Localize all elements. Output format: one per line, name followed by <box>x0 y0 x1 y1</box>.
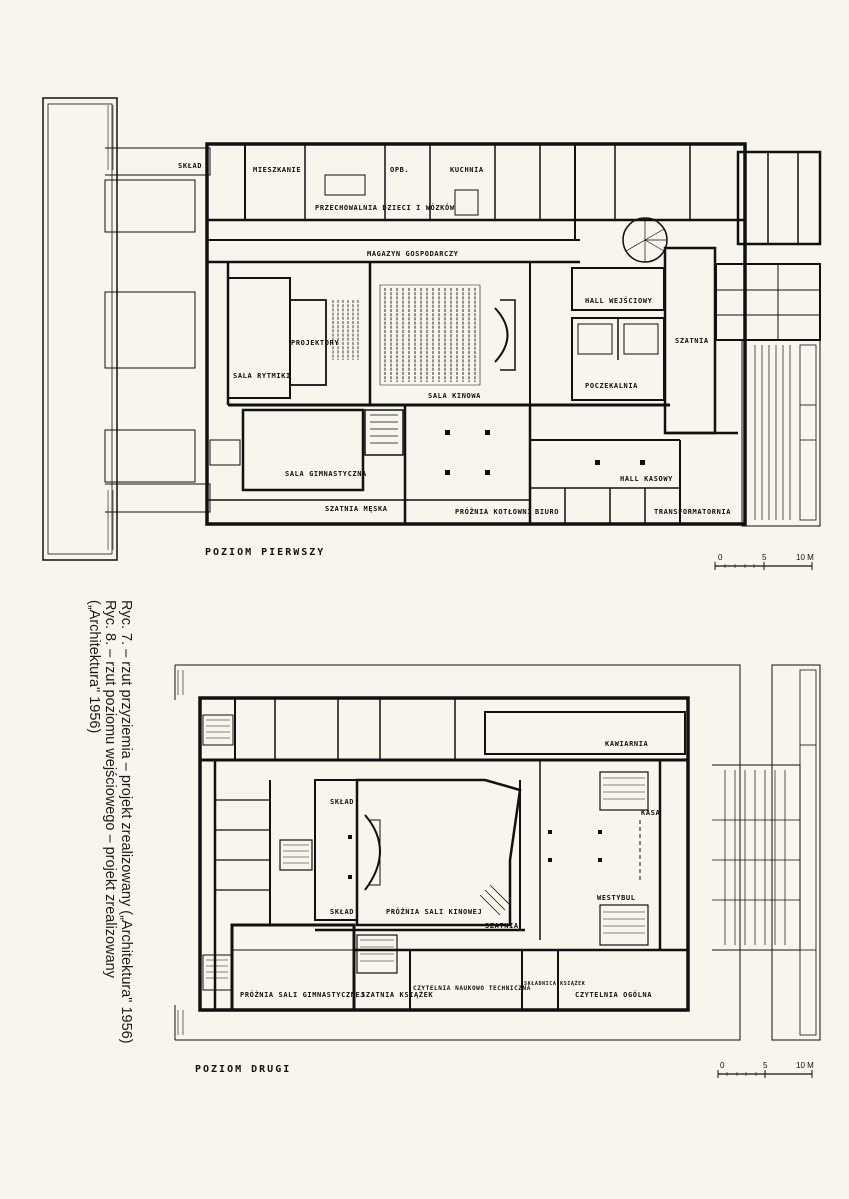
caption-line-3: („Architektura" 1956) <box>86 600 102 733</box>
room-label-sklad-a: SKŁAD <box>330 798 354 806</box>
plan-level-one-labels: SKŁAD MIESZKANIE OPB. KUCHNIA PRZECHOWAL… <box>178 162 814 570</box>
room-label-sklad-b: SKŁAD <box>330 908 354 916</box>
plan-title-level-two: POZIOM DRUGI <box>195 1064 291 1075</box>
room-label-sala-kinowa: SALA KINOWA <box>428 392 481 400</box>
room-label-proznia-sali-gimnastycznej: PRÓŻNIA SALI GIMNASTYCZNEJ <box>240 990 365 999</box>
room-label-hall-kasowy: HALL KASOWY <box>620 475 673 483</box>
plan-level-one <box>42 97 822 561</box>
room-label-proznia-sali-kinowej: PRÓŻNIA SALI KINOWEJ <box>386 907 482 916</box>
plan-level-two-labels: KAWIARNIA SKŁAD KASA WESTYBUL SKŁAD PRÓŻ… <box>195 740 814 1078</box>
scale-label-end-two: 10 M <box>796 1061 814 1070</box>
room-label-poczekalnia: POCZEKALNIA <box>585 382 638 390</box>
plan-level-two <box>174 664 821 1041</box>
room-label-szatnia-ksiazek: SZATNIA KSIĄŻEK <box>361 990 433 999</box>
plan-title-level-one: POZIOM PIERWSZY <box>205 547 325 558</box>
room-label-transformatornia: TRANSFORMATORNIA <box>654 508 731 516</box>
scale-label-mid-one: 5 <box>762 553 767 562</box>
room-label-szatnia: SZATNIA <box>675 337 709 345</box>
room-label-hall-wejsciowy: HALL WEJŚCIOWY <box>585 296 653 305</box>
figure-caption: Ryc. 7. – rzut przyziemia – projekt zrea… <box>86 600 134 1044</box>
room-label-projektory: PROJEKTORY <box>291 339 339 347</box>
scale-label-end-one: 10 M <box>796 553 814 562</box>
room-label-czytelnia-ogolna: CZYTELNIA OGÓLNA <box>575 990 652 999</box>
scale-label-zero-two: 0 <box>720 1061 725 1070</box>
room-label-kawiarnia: KAWIARNIA <box>605 740 649 748</box>
room-label-skladnica-ksiazek: SKŁADNICA KSIĄŻEK <box>524 980 585 987</box>
room-label-mieszkanie: MIESZKANIE <box>253 166 301 174</box>
room-label-kasa: KASA <box>641 809 660 817</box>
room-label-kuchnia: KUCHNIA <box>450 166 484 174</box>
room-label-czytelnia-naukowo: CZYTELNIA NAUKOWO TECHNICZNA <box>413 985 531 992</box>
scale-label-zero-one: 0 <box>718 553 723 562</box>
room-label-szatnia-two: SZATNIA <box>485 922 519 930</box>
scale-label-mid-two: 5 <box>763 1061 768 1070</box>
caption-line-2: Ryc. 8. – rzut poziomu wejściowego – pro… <box>102 600 118 979</box>
scale-bar-level-one <box>714 562 813 570</box>
room-label-sala-gimnastyczna: SALA GIMNASTYCZNA <box>285 470 367 478</box>
room-label-opb: OPB. <box>390 166 409 174</box>
room-label-przechowalnia: PRZECHOWALNIA DZIECI I WÓZKÓW <box>315 203 455 212</box>
room-label-magazyn: MAGAZYN GOSPODARCZY <box>367 250 459 258</box>
room-label-westybul: WESTYBUL <box>597 894 636 902</box>
caption-line-1: Ryc. 7. – rzut przyziemia – projekt zrea… <box>118 600 134 1044</box>
scale-bar-level-two <box>717 1070 813 1078</box>
room-label-biuro: BIURO <box>535 508 559 516</box>
room-label-sklad: SKŁAD <box>178 162 202 170</box>
room-label-szatnia-meska: SZATNIA MĘSKA <box>325 505 388 513</box>
room-label-sala-rytmiki: SALA RYTMIKI <box>233 372 291 380</box>
room-label-proznia-kotlowni: PRÓŻNIA KOTŁOWNI <box>455 507 532 516</box>
